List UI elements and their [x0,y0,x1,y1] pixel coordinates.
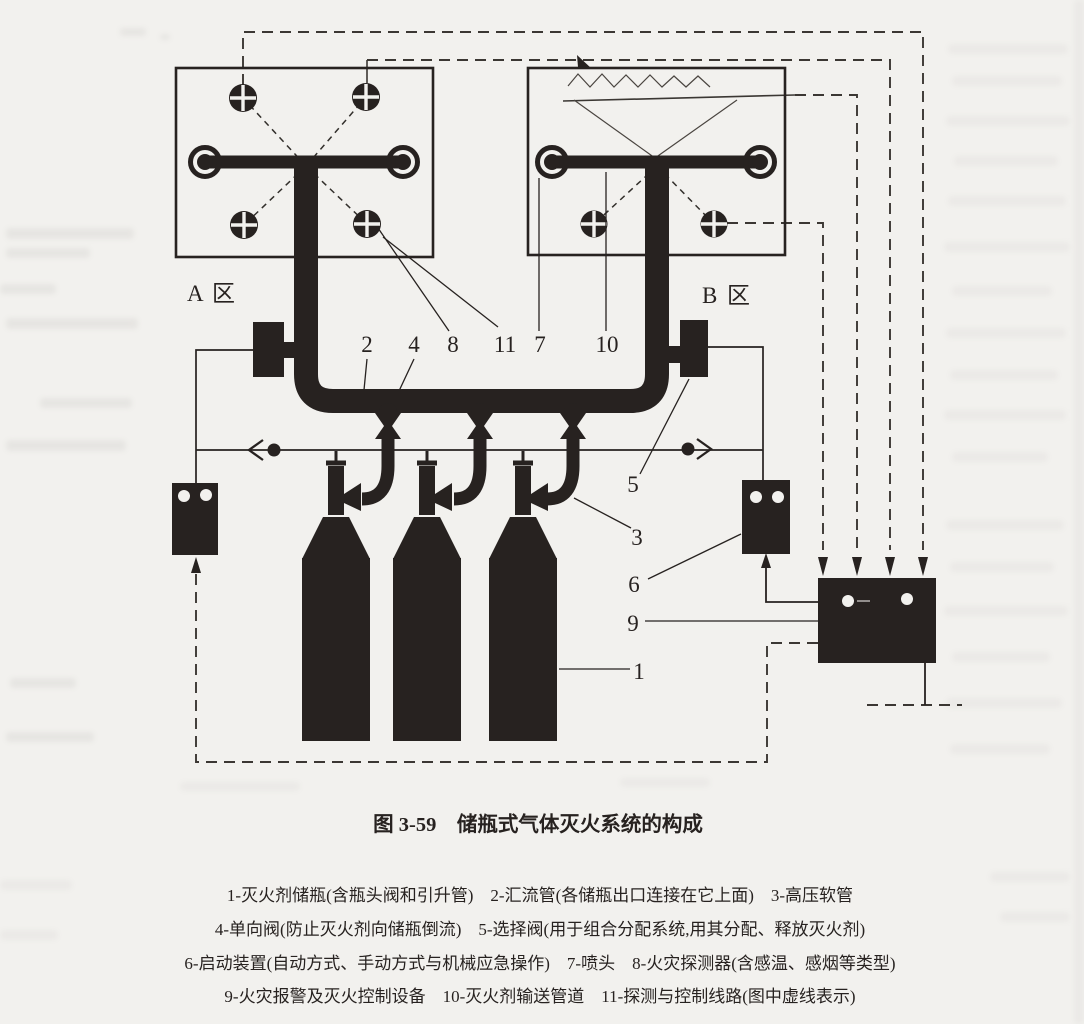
cylinder-head-valve [515,466,531,515]
arrow-into-left-starter [191,557,201,573]
indicator-dot [772,491,784,503]
leader-4 [398,358,415,392]
legend-line: 9-火灾报警及灭火控制设备 10-灭火剂输送管道 11-探测与控制线路(图中虚线… [224,987,855,1006]
nozzle-icon [386,145,420,179]
nozzle-icon [743,145,777,179]
right-flow-chevron-icon [696,438,713,460]
callout-7: 7 [534,332,546,357]
fire-detector-icon [580,210,608,238]
callout-10: 10 [596,332,619,357]
indicator-dot [901,593,913,605]
cylinder-assembly [489,403,586,741]
wire-detectorA1-to-panel [242,31,924,550]
cylinder-head-valve [419,466,435,515]
right-flow-dot-icon [681,442,695,456]
leader-2 [363,358,368,391]
callout-11: 11 [494,332,516,357]
starter-device-left [172,483,218,555]
fire-detector-icon [230,211,258,239]
wire-detectorA2-to-panel [367,59,891,550]
callout-3: 3 [631,525,643,550]
leader-5 [639,378,690,475]
indicator-dot [842,595,854,607]
indicator-dot [750,491,762,503]
selection-valve-right [666,320,708,377]
agent-transport-pipe-and-manifold [294,156,669,413]
zone-b-top-scribble [567,73,738,159]
cylinder-shoulder [302,517,370,559]
arrow-into-zone-b [577,55,592,69]
cylinder-shoulder [489,517,557,559]
head-valve-outlet [435,483,452,511]
starter-device-right [742,480,790,554]
zone-a-label: A 区 [187,281,237,306]
wiring-arrowheads [191,55,928,576]
arrow-into-panel-3 [885,557,895,576]
figure-legend: 1-灭火剂储瓶(含瓶头阀和引升管) 2-汇流管(各储瓶出口连接在它上面) 3-高… [184,886,895,1006]
high-pressure-hose [453,430,487,506]
leader-3 [573,497,632,529]
leader-11 [382,236,499,328]
callout-8: 8 [447,332,459,357]
fire-detector-icon [352,83,380,111]
head-valve-outlet [344,483,361,511]
leader-8 [377,227,450,332]
wire-panel-to-left-starter [195,573,818,763]
agent-storage-cylinder [393,558,461,741]
callout-5: 5 [627,472,639,497]
wire-detectorB-to-panel [727,222,824,550]
high-pressure-hose [361,430,395,506]
legend-line: 6-启动装置(自动方式、手动方式与机械应急操作) 7-喷头 8-火灾探测器(含感… [184,954,895,973]
callout-6: 6 [628,572,640,597]
callout-1: 1 [633,659,645,684]
callout-9: 9 [627,611,639,636]
right-starter-line [708,346,764,480]
high-pressure-hose [546,430,580,506]
cylinder-assembly [302,403,401,741]
callout-4: 4 [408,332,420,357]
fire-detector-icon [229,84,257,112]
zone-b-label: B 区 [702,283,752,308]
arrow-into-right-starter [761,553,771,568]
fire-detector-icon [353,210,381,238]
callout-numbers: 2 4 8 11 7 10 5 3 6 9 1 [361,332,645,684]
left-flow-dot-icon [267,443,281,457]
nozzle-icon [188,145,222,179]
arrow-into-panel-2 [852,557,862,576]
wire-zoneB-top-to-panel [795,94,858,550]
wire-thin-solid-segments [366,60,796,102]
arrow-into-panel-1 [818,557,828,576]
selection-valve-left [253,322,296,377]
detection-control-wiring-dashed [195,31,962,763]
cylinder-shoulder [393,517,461,559]
agent-storage-cylinder [302,558,370,741]
nozzle-icon [535,145,569,179]
indicator-dot [178,490,190,502]
legend-line: 1-灭火剂储瓶(含瓶头阀和引升管) 2-汇流管(各储瓶出口连接在它上面) 3-高… [227,886,853,905]
panel-solid-links [765,567,926,705]
arrow-into-panel-4 [918,557,928,576]
callout-2: 2 [361,332,373,357]
left-flow-chevron-icon [247,439,264,461]
fire-detector-icon [700,210,728,238]
indicator-dot [200,489,212,501]
head-valve-outlet [531,483,548,511]
link-panel-to-right-starter [765,567,818,603]
start-line-flow-arrows [247,438,713,461]
cylinder-assembly [393,403,493,741]
legend-line: 4-单向阀(防止灭火剂向储瓶倒流) 5-选择阀(用于组合分配系统,用其分配、释放… [215,920,865,939]
fire-alarm-control-panel [818,578,936,663]
agent-storage-cylinder [489,558,557,741]
leader-6 [647,533,742,580]
figure-caption: 图 3-59 储瓶式气体灭火系统的构成 [373,812,703,836]
callout-leader-lines [363,172,818,670]
left-starter-line [195,349,253,483]
cylinder-head-valve [328,466,344,515]
